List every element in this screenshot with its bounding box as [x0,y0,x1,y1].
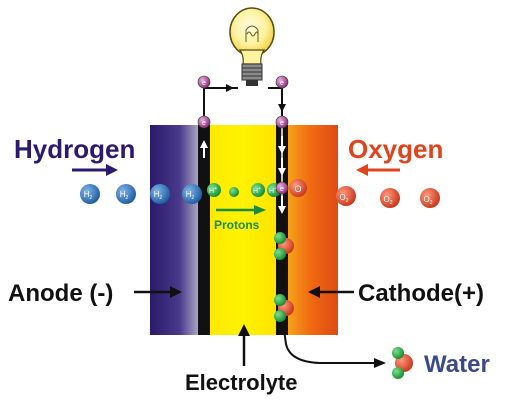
arrow-icon [216,205,266,215]
electron-label: e [280,120,284,127]
hydrogen-label: Hydrogen [14,134,135,164]
electrolyte-label: Electrolyte [185,370,298,395]
arrow-icon [200,136,286,214]
arrow-icon [356,164,400,176]
oxygen-molecule: O2 [380,188,400,208]
hydrogen-molecule-label: H2 [84,190,93,201]
water-molecule [392,347,413,379]
oxygen-molecule: O2 [420,188,440,208]
hydrogen-molecule-label: H2 [120,190,129,201]
hydrogen-molecule-label: H2 [154,190,163,201]
hydrogen-molecule: H2 [116,184,136,204]
water-output-line [283,329,376,364]
electron: e [275,181,289,195]
light-bulb-icon [229,7,275,86]
proton [229,187,239,197]
arrow-icon [238,324,250,366]
cathode-label: Cathode(+) [358,280,484,307]
hydrogen-molecule: H2 [182,184,202,204]
proton-label: H+ [209,186,217,195]
arrow-icon [374,358,386,368]
electron: e [197,115,211,129]
oxygen-molecule-label: O2 [423,195,432,206]
water-molecule [274,294,294,322]
electrolyte-slab [210,125,276,335]
anode-membrane [198,125,210,335]
cathode-membrane [276,125,288,335]
electron-label: e [280,186,284,193]
oxygen-molecule: O2 [336,186,356,206]
hydrogen-molecule: H2 [150,184,170,204]
anode-label: Anode (-) [8,280,113,307]
cathode-slab [288,125,338,335]
electron-label: e [202,120,206,127]
circuit-wire [203,87,283,125]
water-label: Water [424,351,490,378]
proton: H+ [251,183,265,197]
proton-label: H+ [269,186,277,195]
arrow-icon [134,286,182,298]
arrow-icon [308,286,354,298]
arrow-icon [226,84,286,112]
electron: e [275,75,289,89]
oxygen-label: Oxygen [348,134,443,164]
anode-slab [150,125,204,335]
water-molecule [274,232,294,260]
arrow-icon [72,164,118,176]
oxygen-molecule-label: O2 [383,195,392,206]
hydrogen-molecule: H2 [80,184,100,204]
proton: H+ [207,183,221,197]
electron: e [197,75,211,89]
protons-label: Protons [214,218,260,232]
electron-label: e [280,80,284,87]
oxygen-atom: O [289,179,307,197]
oxygen-molecule-label: O2 [339,193,348,204]
electron-label: e [202,80,206,87]
proton-label: H+ [253,186,261,195]
electron: e [275,115,289,129]
hydrogen-molecule-label: H2 [186,190,195,201]
oxygen-atom-label: O [294,184,301,194]
